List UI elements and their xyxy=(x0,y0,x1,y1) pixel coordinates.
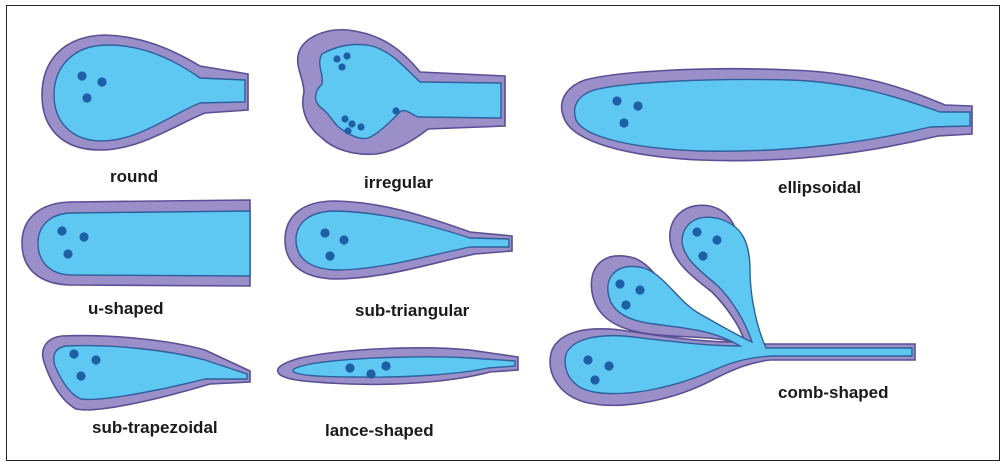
shape-comb-shaped-dot xyxy=(692,227,701,236)
shape-comb-shaped-dot xyxy=(590,375,599,384)
label-irregular: irregular xyxy=(364,173,433,192)
shape-lance-shaped-dot xyxy=(366,369,375,378)
shape-irregular-dot xyxy=(392,107,399,114)
shape-irregular-dot xyxy=(341,115,348,122)
shape-sub-triangular xyxy=(285,201,512,279)
shape-ellipsoidal-dot xyxy=(619,118,628,127)
shape-round-dot xyxy=(77,71,86,80)
shape-round-dot xyxy=(97,77,106,86)
shape-u-shaped-dot xyxy=(57,226,66,235)
shape-comb-shaped-dot xyxy=(635,285,644,294)
shape-comb-shaped-dot xyxy=(712,235,721,244)
shape-irregular-dot xyxy=(333,55,340,62)
shape-u-shaped-inner-body xyxy=(38,211,250,276)
shape-irregular-dot xyxy=(357,123,364,130)
shape-irregular xyxy=(298,30,505,155)
shape-u-shaped xyxy=(22,200,250,286)
shape-round-inner-body xyxy=(54,45,245,141)
shape-comb-shaped-dot xyxy=(604,361,613,370)
label-round: round xyxy=(110,167,158,186)
shape-comb-shaped-dot xyxy=(583,355,592,364)
shape-sub-trapezoidal xyxy=(43,336,250,410)
shape-sub-triangular-dot xyxy=(320,228,329,237)
shape-sub-triangular-dot xyxy=(339,235,348,244)
label-ellipsoidal: ellipsoidal xyxy=(778,178,861,197)
shape-round xyxy=(42,35,248,150)
label-sub-trapezoidal: sub-trapezoidal xyxy=(92,418,218,437)
shape-u-shaped-dot xyxy=(63,249,72,258)
label-sub-triangular: sub-triangular xyxy=(355,301,470,320)
shape-sub-triangular-dot xyxy=(325,251,334,260)
shape-irregular-dot xyxy=(348,120,355,127)
shape-comb-shaped-dot xyxy=(615,279,624,288)
shape-irregular-dot xyxy=(343,52,350,59)
shape-lance-shaped-dot xyxy=(381,361,390,370)
shape-irregular-dot xyxy=(344,127,351,134)
shape-sub-trapezoidal-dot xyxy=(76,371,85,380)
shape-round-dot xyxy=(82,93,91,102)
shape-comb-shaped xyxy=(550,205,915,405)
shape-irregular-dot xyxy=(338,63,345,70)
shape-comb-shaped-dot xyxy=(698,251,707,260)
shape-u-shaped-dot xyxy=(79,232,88,241)
shape-sub-triangular-inner-body xyxy=(296,211,509,270)
shape-lance-shaped-dot xyxy=(345,363,354,372)
shape-sub-trapezoidal-dot xyxy=(91,355,100,364)
label-u-shaped: u-shaped xyxy=(88,299,164,318)
shape-ellipsoidal-dot xyxy=(612,96,621,105)
label-lance-shaped: lance-shaped xyxy=(325,421,434,440)
shape-ellipsoidal-dot xyxy=(633,101,642,110)
shape-ellipsoidal xyxy=(562,69,972,161)
shape-comb-shaped-dot xyxy=(621,300,630,309)
shape-sub-trapezoidal-dot xyxy=(69,349,78,358)
label-comb-shaped: comb-shaped xyxy=(778,383,889,402)
shape-lance-shaped xyxy=(278,348,518,385)
